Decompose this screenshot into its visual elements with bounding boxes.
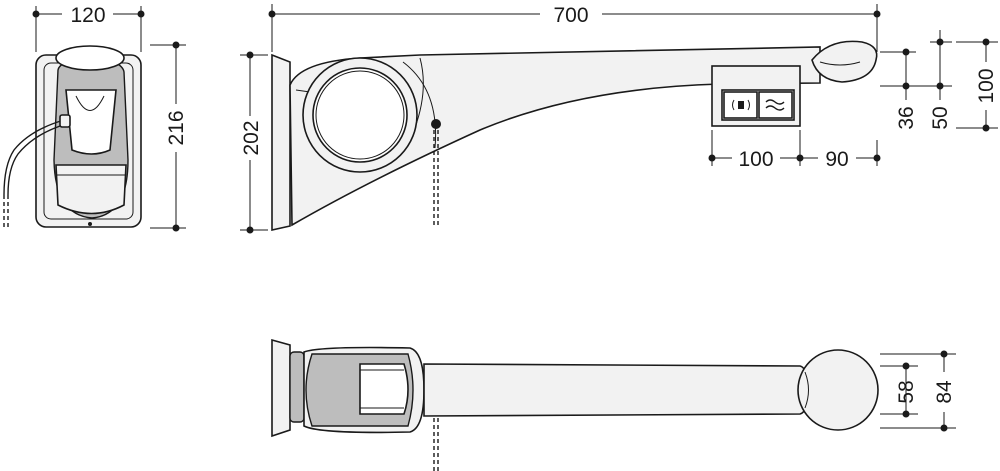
side-view [271,40,878,231]
front-top-cap [55,45,125,71]
water-flush-icon [765,99,785,111]
top-end-knob [797,349,879,431]
dim-label-overall-length: 700 [553,4,588,27]
dim-overall-length: 700 [268,4,881,52]
dim-front-height: 216 [150,41,188,232]
dim-label-top-84: 84 [933,380,956,404]
dim-panel: 100 90 [708,130,881,171]
dim-label-top-58: 58 [895,380,918,403]
dim-front-width: 120 [32,4,145,52]
dim-label-panel-width: 100 [738,148,773,171]
dim-label-side-height: 202 [240,120,263,155]
dim-label-front-width: 120 [70,4,105,27]
top-wall-plate [271,338,291,438]
control-button-right [758,91,793,119]
top-view [271,338,879,471]
front-view [3,45,142,228]
dim-label-panel-offset: 90 [825,148,848,171]
dim-label-tip-50: 50 [929,106,952,129]
dim-top-tip: 58 84 [880,350,956,432]
dim-side-height: 202 [240,51,268,234]
side-arm [289,46,821,227]
vibration-icon [732,99,750,111]
top-arm [423,363,809,417]
side-knob [431,119,441,129]
dim-tip-offsets: 36 50 100 [880,30,998,132]
dim-label-front-height: 216 [165,110,188,145]
dim-label-tip-36: 36 [895,106,918,129]
side-wall-plate [271,53,291,231]
side-end-tip [811,40,878,83]
front-cable [3,119,65,196]
dim-label-tip-100: 100 [975,68,998,103]
